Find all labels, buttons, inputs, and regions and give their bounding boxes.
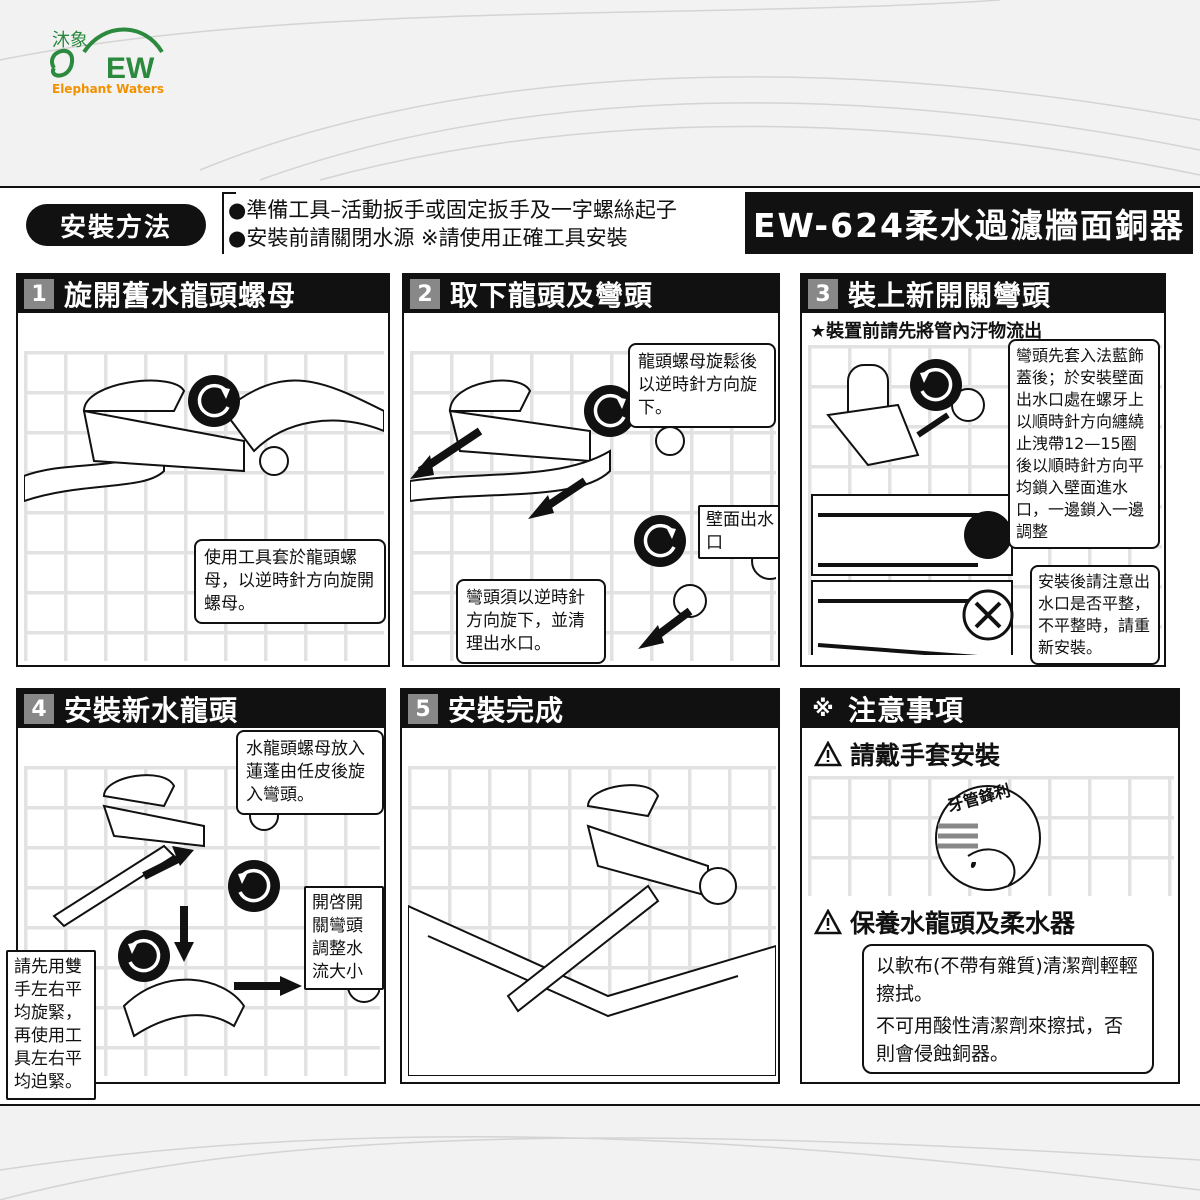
step-number-2: 2 (410, 279, 440, 309)
warning-icon (814, 909, 842, 935)
step-panel-3: 3 裝上新開關彎頭 ★裝置前請先將管內汙物流出 彎頭先套入法藍飾蓋後；於安裝壁面… (800, 273, 1166, 667)
step-header-1: 1 旋開舊水龍頭螺母 (18, 275, 388, 313)
step-4-callout-top: 水龍頭螺母放入蓮蓬由任皮後旋入彎頭。 (236, 730, 384, 815)
step-header-3: 3 裝上新開關彎頭 (802, 275, 1164, 313)
step-title-1: 旋開舊水龍頭螺母 (64, 279, 297, 312)
step-number-1: 1 (24, 279, 54, 309)
step-title-3: 裝上新開關彎頭 (848, 279, 1052, 312)
notes-title: 注意事項 (848, 694, 965, 727)
prep-bracket (222, 192, 236, 254)
method-badge: 安裝方法 (26, 204, 206, 246)
step-3-star-note: ★裝置前請先將管內汙物流出 (810, 321, 1043, 342)
care-instructions: 以軟布(不帶有雜質)清潔劑輕輕擦拭。 不可用酸性清潔劑來擦拭，否則會侵蝕銅器。 (862, 944, 1154, 1074)
preparation-notes: ●準備工具–活動扳手或固定扳手及一字螺絲起子 ●安裝前請關閉水源 ※請使用正確工… (228, 196, 677, 252)
step-header-2: 2 取下龍頭及彎頭 (404, 275, 778, 313)
prep-line-2: ●安裝前請關閉水源 ※請使用正確工具安裝 (228, 226, 628, 250)
brand-name-cn: 沐象 (52, 30, 88, 51)
warning-icon (814, 741, 842, 767)
logo-mark-icon: EW (50, 27, 164, 85)
step-4-callout-left: 請先用雙手左右平均旋緊，再使用工具左右平均迫緊。 (6, 950, 96, 1100)
notes-symbol: ※ (808, 694, 838, 724)
notes-panel: ※ 注意事項 請戴手套安裝 牙管鋒利 保養水龍頭及柔水器 以軟布(不帶有雜質)清… (800, 688, 1180, 1084)
step-3-callout-bottom: 安裝後請注意出水口是否平整，不平整時，請重新安裝。 (1030, 565, 1160, 665)
step-title-5: 安裝完成 (448, 694, 565, 727)
counterclockwise-icon (632, 513, 688, 569)
care-line-2: 不可用酸性清潔劑來擦拭，否則會侵蝕銅器。 (876, 1015, 1124, 1065)
step-panel-1: 1 旋開舊水龍頭螺母 使用工具套於龍頭螺母，以逆時針方向旋開螺母。 (16, 273, 390, 667)
x-circle-icon (962, 589, 1014, 641)
step-number-4: 4 (24, 694, 54, 724)
step-2-callout-bottom: 彎頭須以逆時針方向旋下，並清理出水口。 (456, 579, 606, 664)
logo-text: EW (106, 52, 155, 85)
clockwise-icon (226, 858, 282, 914)
prep-line-1: ●準備工具–活動扳手或固定扳手及一字螺絲起子 (228, 198, 677, 222)
step-1-callout: 使用工具套於龍頭螺母，以逆時針方向旋開螺母。 (194, 539, 386, 624)
check-circle-icon (964, 511, 1012, 559)
clockwise-icon (116, 928, 172, 984)
warning-care-text: 保養水龍頭及柔水器 (850, 909, 1076, 938)
step-2-callout-top: 龍頭螺母旋鬆後以逆時針方向旋下。 (628, 343, 776, 428)
warning-gloves-text: 請戴手套安裝 (850, 741, 1001, 770)
care-line-1: 以軟布(不帶有雜質)清潔劑輕輕擦拭。 (876, 955, 1138, 1005)
step-5-illustration (408, 766, 776, 1076)
clockwise-icon (908, 357, 964, 413)
step-number-5: 5 (408, 694, 438, 724)
step-number-3: 3 (808, 279, 838, 309)
step-4-callout-mid: 開啓開關彎頭調整水流大小 (304, 886, 384, 990)
step-panel-5: 5 安裝完成 (400, 688, 780, 1084)
notes-header: ※ 注意事項 (802, 690, 1178, 728)
step-title-4: 安裝新水龍頭 (64, 694, 239, 727)
sharp-thread-illustration: 牙管鋒利 (808, 776, 1174, 896)
brand-name-en: Elephant Waters (52, 82, 164, 96)
step-panel-4: 4 安裝新水龍頭 水龍頭螺母放入蓮蓬由任皮後旋入彎頭。 開啓開關彎頭調整水流大小 (16, 688, 386, 1084)
step-panel-2: 2 取下龍頭及彎頭 龍頭螺母旋鬆後以逆時針方向旋下。 壁面出水口 彎頭須以逆時針… (402, 273, 780, 667)
warning-care: 保養水龍頭及柔水器 (814, 904, 1075, 940)
counterclockwise-icon (186, 373, 242, 429)
product-title: EW-624柔水過濾牆面銅器 (745, 192, 1193, 254)
step-title-2: 取下龍頭及彎頭 (450, 279, 654, 312)
step-header-4: 4 安裝新水龍頭 (18, 690, 384, 728)
step-header-5: 5 安裝完成 (402, 690, 778, 728)
wall-outlet-label: 壁面出水口 (698, 505, 778, 559)
warning-gloves: 請戴手套安裝 (814, 736, 1000, 772)
step-3-callout-top: 彎頭先套入法藍飾蓋後；於安裝壁面出水口處在螺牙上以順時針方向纏繞止洩帶12—15… (1008, 339, 1160, 549)
